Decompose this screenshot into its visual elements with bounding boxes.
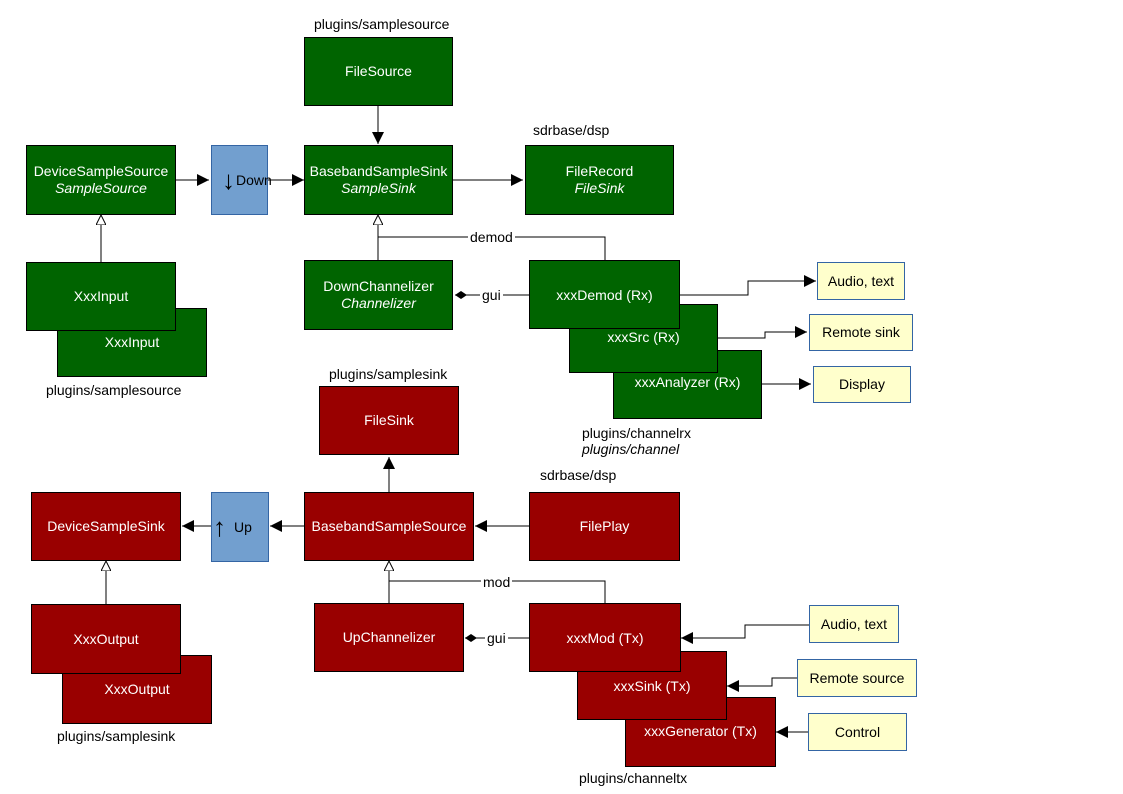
device-sample-source-subtitle: SampleSource [55, 180, 147, 196]
baseband-sample-sink-subtitle: SampleSink [341, 180, 416, 196]
xxxinput-back-title: XxxInput [104, 334, 160, 350]
fileplay-title: FilePlay [579, 518, 630, 534]
filesource-box: FileSource [304, 37, 453, 106]
label-plugins-channeltx: plugins/channeltx [579, 770, 688, 786]
xxxsrc-box: xxxSrc (Rx) [569, 304, 718, 373]
filesink-box: FileSink [319, 386, 459, 455]
baseband-sample-sink-box: BasebandSampleSink SampleSink [304, 145, 453, 215]
xxxanalyzer-title: xxxAnalyzer (Rx) [634, 374, 741, 390]
xxxgenerator-title: xxxGenerator (Tx) [644, 722, 757, 739]
filerecord-subtitle: FileSink [574, 180, 625, 196]
audio-text-rx-title: Audio, text [827, 272, 895, 289]
control-box: Control [808, 713, 907, 751]
up-box: ↑ Up [211, 492, 269, 562]
fileplay-box: FilePlay [529, 492, 680, 561]
xxxoutput-front-title: XxxOutput [73, 630, 139, 647]
down-channelizer-title: DownChannelizer [323, 278, 434, 294]
label-gui-rx: gui [480, 287, 503, 303]
xxxmod-box: xxxMod (Tx) [529, 603, 681, 672]
label-sdrbase-dsp-rx: sdrbase/dsp [533, 122, 610, 138]
baseband-sample-source-title: BasebandSampleSource [311, 518, 467, 534]
control-title: Control [834, 723, 881, 740]
audio-to-mod-arrow [681, 624, 809, 644]
filesink-title: FileSink [364, 412, 414, 428]
down-title: Down [236, 171, 272, 188]
label-gui-tx: gui [485, 630, 508, 646]
label-demod: demod [468, 229, 515, 245]
xxxoutput-box-front: XxxOutput [31, 604, 181, 674]
demod-inherit-line [378, 236, 606, 260]
audio-text-tx-title: Audio, text [820, 615, 888, 632]
xxxdemod-box: xxxDemod (Rx) [529, 260, 680, 329]
label-plugins-channel: plugins/channel [582, 441, 680, 457]
device-sample-sink-box: DeviceSampleSink [31, 492, 181, 561]
remote-sink-title: Remote sink [822, 324, 900, 340]
label-mod: mod [481, 574, 513, 590]
xxxsrc-title: xxxSrc (Rx) [607, 329, 680, 345]
remote-source-title: Remote source [809, 669, 905, 686]
down-channelizer-subtitle: Channelizer [341, 295, 416, 311]
filerecord-title: FileRecord [565, 163, 634, 179]
device-sample-sink-title: DeviceSampleSink [47, 518, 165, 534]
label-plugins-samplesink-bottom: plugins/samplesink [57, 728, 176, 744]
label-sdrbase-dsp-tx: sdrbase/dsp [540, 467, 617, 483]
xxxoutput-back-title: XxxOutput [104, 681, 170, 697]
remote-sink-box: Remote sink [809, 314, 913, 351]
xxxinput-front-title: XxxInput [73, 288, 129, 304]
xxxdemod-title: xxxDemod (Rx) [556, 287, 653, 303]
up-arrow-icon: ↑ [213, 512, 226, 542]
xxxsink-title: xxxSink (Tx) [613, 678, 691, 694]
xxxinput-box-front: XxxInput [26, 262, 176, 331]
up-channelizer-title: UpChannelizer [342, 629, 436, 645]
baseband-sample-sink-title: BasebandSampleSink [309, 163, 448, 179]
xxxmod-title: xxxMod (Tx) [566, 630, 644, 646]
remote-source-box: Remote source [797, 659, 917, 697]
filerecord-box: FileRecord FileSink [525, 145, 674, 215]
audio-text-tx-box: Audio, text [809, 605, 899, 643]
label-plugins-samplesource-top: plugins/samplesource [314, 16, 450, 32]
down-channelizer-box: DownChannelizer Channelizer [304, 260, 453, 330]
up-channelizer-box: UpChannelizer [314, 603, 464, 672]
label-plugins-channelrx: plugins/channelrx [582, 425, 691, 441]
mod-inherit-line [389, 580, 606, 603]
label-plugins-samplesink-top: plugins/samplesink [329, 366, 448, 382]
label-plugins-samplesource-bottom: plugins/samplesource [46, 382, 182, 398]
display-box: Display [813, 366, 911, 403]
device-sample-source-box: DeviceSampleSource SampleSource [26, 145, 176, 215]
filesource-title: FileSource [345, 63, 412, 79]
src-to-remote-sink-arrow [718, 326, 807, 339]
display-title: Display [839, 376, 885, 392]
device-sample-source-title: DeviceSampleSource [33, 163, 169, 179]
remote-source-to-sink-arrow [727, 677, 797, 692]
down-box: ↓ Down [211, 145, 272, 215]
up-title: Up [234, 518, 252, 535]
baseband-sample-source-box: BasebandSampleSource [304, 492, 474, 561]
down-arrow-icon: ↓ [222, 165, 235, 195]
demod-to-audio-arrow [680, 275, 816, 296]
audio-text-rx-box: Audio, text [817, 262, 905, 300]
